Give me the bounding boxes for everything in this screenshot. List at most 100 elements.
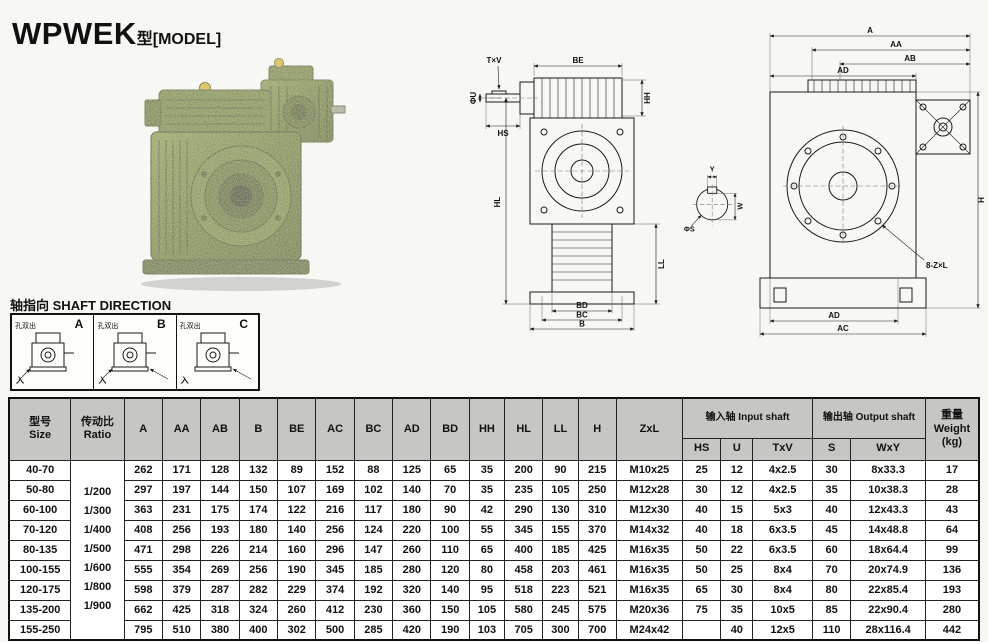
cell-value: 380 bbox=[200, 619, 240, 641]
cell-value: 14x48.8 bbox=[850, 519, 926, 541]
cell-value: 99 bbox=[924, 539, 980, 561]
cell-value: 102 bbox=[353, 479, 394, 501]
front-view-drawing: BE T×V ΦU HS HH HL LL BD BC B bbox=[469, 56, 666, 331]
cell-value: 200 bbox=[503, 459, 544, 481]
cell-value: 290 bbox=[503, 499, 544, 521]
cell-value: 300 bbox=[542, 619, 579, 641]
cell-value: M20x36 bbox=[615, 599, 683, 621]
cell-value: 408 bbox=[123, 519, 163, 541]
cell-value: 100 bbox=[430, 519, 470, 541]
cell-size: 155-250 bbox=[8, 619, 72, 641]
cell-value: 185 bbox=[542, 539, 579, 561]
cell-size: 60-100 bbox=[8, 499, 72, 521]
cell-value: 160 bbox=[277, 539, 317, 561]
cell-value: M12x30 bbox=[615, 499, 683, 521]
cell-value: 4x2.5 bbox=[752, 479, 813, 501]
variant-note-in: 入 bbox=[16, 376, 24, 385]
output-bore bbox=[230, 185, 252, 207]
dim-label-bd: BD bbox=[576, 301, 588, 310]
col-header-ac: AC bbox=[315, 397, 355, 461]
cell-value: 231 bbox=[161, 499, 202, 521]
cell-value: 65 bbox=[468, 539, 506, 561]
shaft-section-detail: Y W ΦS bbox=[684, 164, 744, 233]
cell-value: 147 bbox=[353, 539, 394, 561]
cell-value: 50 bbox=[681, 539, 722, 561]
cell-value: 8x4 bbox=[752, 579, 813, 601]
cell-value: 662 bbox=[123, 599, 163, 621]
dim-label-h: H bbox=[977, 197, 986, 203]
cell-value: M14x32 bbox=[615, 519, 683, 541]
col-subheader-txv: TxV bbox=[752, 437, 813, 461]
cell-value: 150 bbox=[238, 479, 279, 501]
cell-value: 155 bbox=[542, 519, 579, 541]
cell-value: 28 bbox=[924, 479, 980, 501]
cell-value: 12x43.3 bbox=[850, 499, 926, 521]
variant-note-in: 入 bbox=[180, 376, 189, 385]
shaft-direction-heading-en: SHAFT DIRECTION bbox=[52, 298, 172, 313]
variant-note-top: 孔双出 bbox=[97, 323, 119, 330]
dim-label-aa: AA bbox=[890, 40, 902, 49]
col-subheader-hs: HS bbox=[681, 437, 722, 461]
cell-value: 296 bbox=[315, 539, 355, 561]
cell-value: M10x25 bbox=[615, 459, 683, 481]
cell-value: 297 bbox=[123, 479, 163, 501]
dim-label-ad-top: AD bbox=[837, 66, 849, 75]
cell-value: 107 bbox=[277, 479, 317, 501]
cell-value: 22x85.4 bbox=[850, 579, 926, 601]
gearbox-photo-group bbox=[142, 58, 346, 275]
shaft-direction-diagram-b bbox=[102, 332, 169, 380]
cell-value: 103 bbox=[468, 619, 506, 641]
cell-value: 461 bbox=[577, 559, 617, 581]
cell-value: 25 bbox=[681, 459, 722, 481]
cell-value: 10x5 bbox=[752, 599, 813, 621]
dim-label-hl: HL bbox=[493, 197, 502, 208]
cell-value: 230 bbox=[353, 599, 394, 621]
cell-value: 185 bbox=[353, 559, 394, 581]
cell-value: 223 bbox=[542, 579, 579, 601]
dim-label-y: Y bbox=[710, 164, 715, 173]
cell-size: 50-80 bbox=[8, 479, 72, 501]
cell-value: 256 bbox=[315, 519, 355, 541]
col-subheader-wxy: WxY bbox=[850, 437, 926, 461]
dim-label-hh: HH bbox=[643, 92, 652, 104]
cell-value: 345 bbox=[315, 559, 355, 581]
cell-value: 144 bbox=[200, 479, 240, 501]
cell-value: 420 bbox=[392, 619, 432, 641]
cell-value: 193 bbox=[200, 519, 240, 541]
cell-size: 40-70 bbox=[8, 459, 72, 481]
cell-value: 245 bbox=[542, 599, 579, 621]
cell-value: 28x116.4 bbox=[850, 619, 926, 641]
cell-value: 192 bbox=[353, 579, 394, 601]
cell-value: 280 bbox=[392, 559, 432, 581]
cell-value: 214 bbox=[238, 539, 279, 561]
cell-value: 180 bbox=[392, 499, 432, 521]
variant-note-top: 孔双出 bbox=[179, 323, 201, 330]
cell-value: 500 bbox=[315, 619, 355, 641]
dim-label-a: A bbox=[867, 26, 873, 35]
cell-value: 90 bbox=[542, 459, 579, 481]
cell-value: 203 bbox=[542, 559, 579, 581]
cell-value: 412 bbox=[315, 599, 355, 621]
variant-letter: C bbox=[239, 317, 248, 331]
cell-value: 193 bbox=[924, 579, 980, 601]
cell-value: 318 bbox=[200, 599, 240, 621]
breather-plug-icon bbox=[274, 58, 284, 68]
cell-value: 471 bbox=[123, 539, 163, 561]
cell-value: M12x28 bbox=[615, 479, 683, 501]
cell-value: 598 bbox=[123, 579, 163, 601]
cell-value: 60 bbox=[811, 539, 852, 561]
cell-value: 35 bbox=[468, 459, 506, 481]
cell-value: 425 bbox=[577, 539, 617, 561]
cell-value: 89 bbox=[277, 459, 317, 481]
cell-size: 70-120 bbox=[8, 519, 72, 541]
cell-value: 510 bbox=[161, 619, 202, 641]
cell-value: 400 bbox=[238, 619, 279, 641]
